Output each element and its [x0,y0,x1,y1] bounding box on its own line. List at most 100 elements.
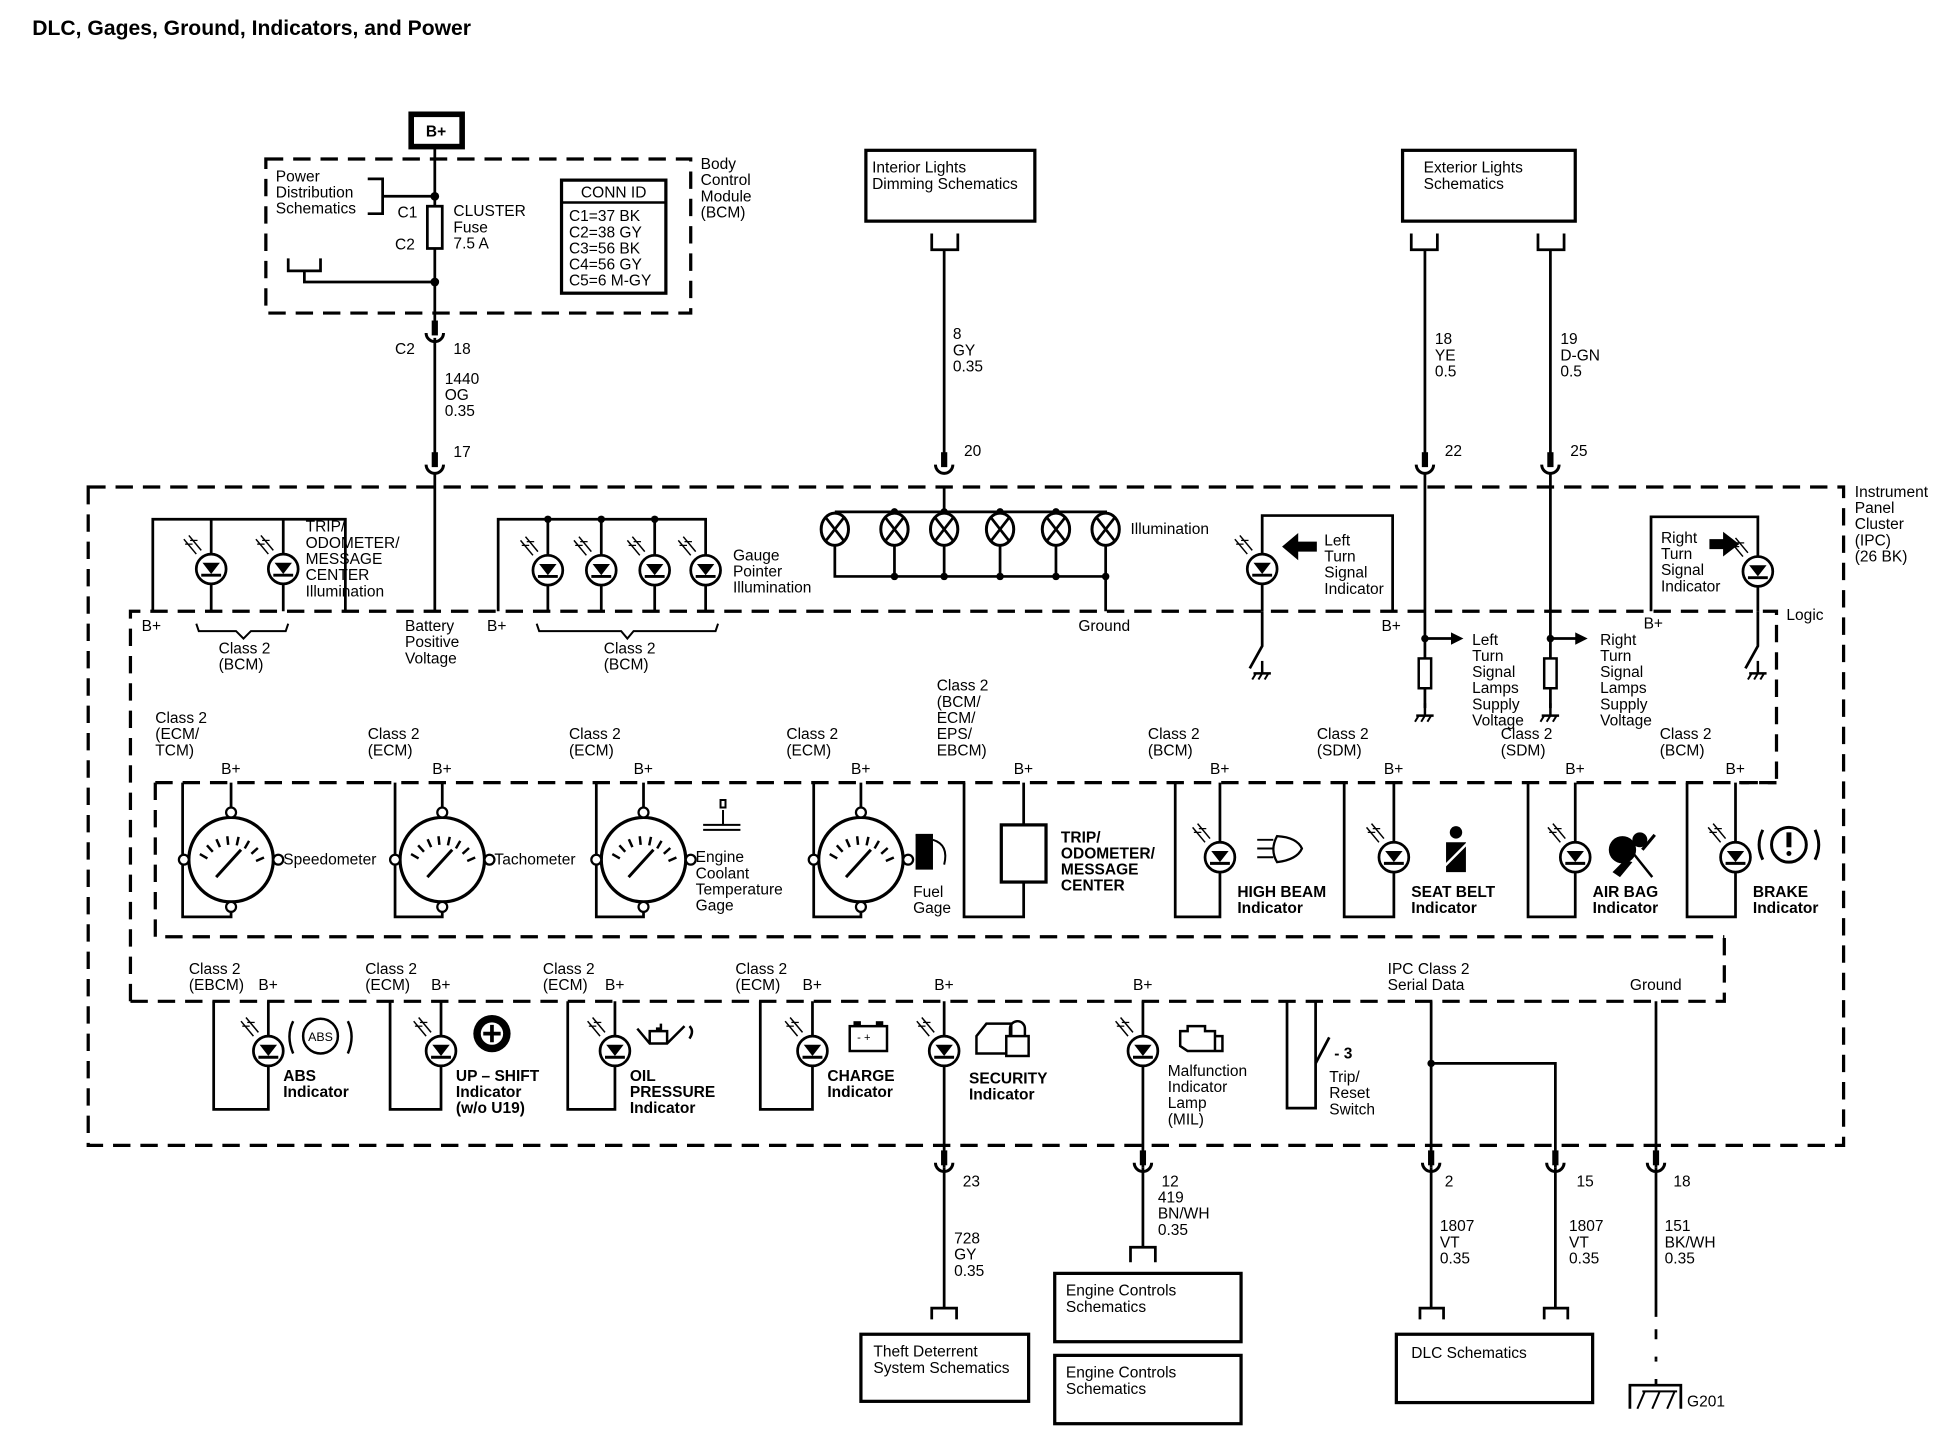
indicator-led-icon [1191,822,1237,874]
bplus-source-label: B+ [426,124,446,141]
svg-text:- 3: - 3 [1334,1045,1352,1062]
bplus-label: B+ [1384,761,1403,778]
indicator-led-icon [1546,822,1592,874]
bplus-label: B+ [934,977,953,994]
svg-text:G201: G201 [1687,1393,1725,1410]
class2-label: Class 2(ECM) [543,961,595,994]
svg-text:B+: B+ [487,618,506,635]
oil-can-icon [636,1023,694,1045]
diagram-title: DLC, Gages, Ground, Indicators, and Powe… [32,17,471,40]
svg-text:DLC Schematics: DLC Schematics [1411,1345,1527,1362]
display-box [999,823,1048,884]
fuel-pump-icon [915,834,933,870]
svg-text:12: 12 [1162,1173,1179,1190]
bplus-label: B+ [1133,977,1152,994]
class2-label: Class 2(ECM) [365,961,417,994]
class2-label: Class 2(ECM) [735,961,787,994]
svg-text:B+: B+ [1381,618,1400,635]
svg-text:Illumination: Illumination [1131,521,1209,538]
indicator-led-icon [783,1015,829,1068]
bplus-label: B+ [1726,761,1745,778]
indicator-led-icon [586,1015,632,1068]
conn-id-title: CONN ID [581,185,647,202]
svg-text:22: 22 [1445,443,1462,460]
illumination-lamps: Illumination Ground [819,486,1209,635]
indicator-led-icon [1114,1015,1160,1068]
fuse-c1-label: C1 [398,204,418,221]
upshift-gear-icon [473,1014,511,1053]
svg-text:B+: B+ [1644,616,1663,633]
svg-text:Class 2(BCM): Class 2(BCM) [219,640,271,673]
svg-text:18: 18 [1673,1173,1690,1190]
class2-label: Class 2(BCM/ECM/EPS/EBCM) [937,678,989,760]
class2-label: Class 2(ECM) [786,726,838,759]
bplus-label: B+ [258,977,277,994]
bplus-label: B+ [1210,761,1229,778]
bcm-boundary [264,157,693,315]
tachometer: Class 2(ECM)B+Tachometer [368,726,576,919]
dlc-ref[interactable]: DLC Schematics [1394,1306,1595,1405]
bplus-label: B+ [221,761,240,778]
bplus-label: B+ [1565,761,1584,778]
indicator-led-icon [412,1015,458,1068]
air-bag-icon [1608,832,1656,878]
svg-text:Class 2(BCM): Class 2(BCM) [604,640,656,673]
svg-text:15: 15 [1576,1173,1593,1190]
indicator-led-icon [1706,822,1752,874]
seat-belt-icon [1440,826,1470,873]
svg-text:Ground: Ground [1078,618,1130,635]
svg-text:20: 20 [964,443,982,460]
class2-label: Class 2(SDM) [1501,726,1553,759]
abs-icon: ABS [288,1017,353,1055]
svg-text:B+: B+ [142,618,161,635]
engine-icon [1178,1024,1224,1053]
class2-label: Class 2(ECM/TCM) [155,710,207,759]
class2-label: Class 2(ECM) [569,726,621,759]
class2-label: Class 2(BCM) [1660,726,1712,759]
class2-label: Class 2(BCM) [1148,726,1200,759]
ground-g201: G201 [1628,1316,1725,1410]
security-lock-icon [975,1020,1030,1058]
